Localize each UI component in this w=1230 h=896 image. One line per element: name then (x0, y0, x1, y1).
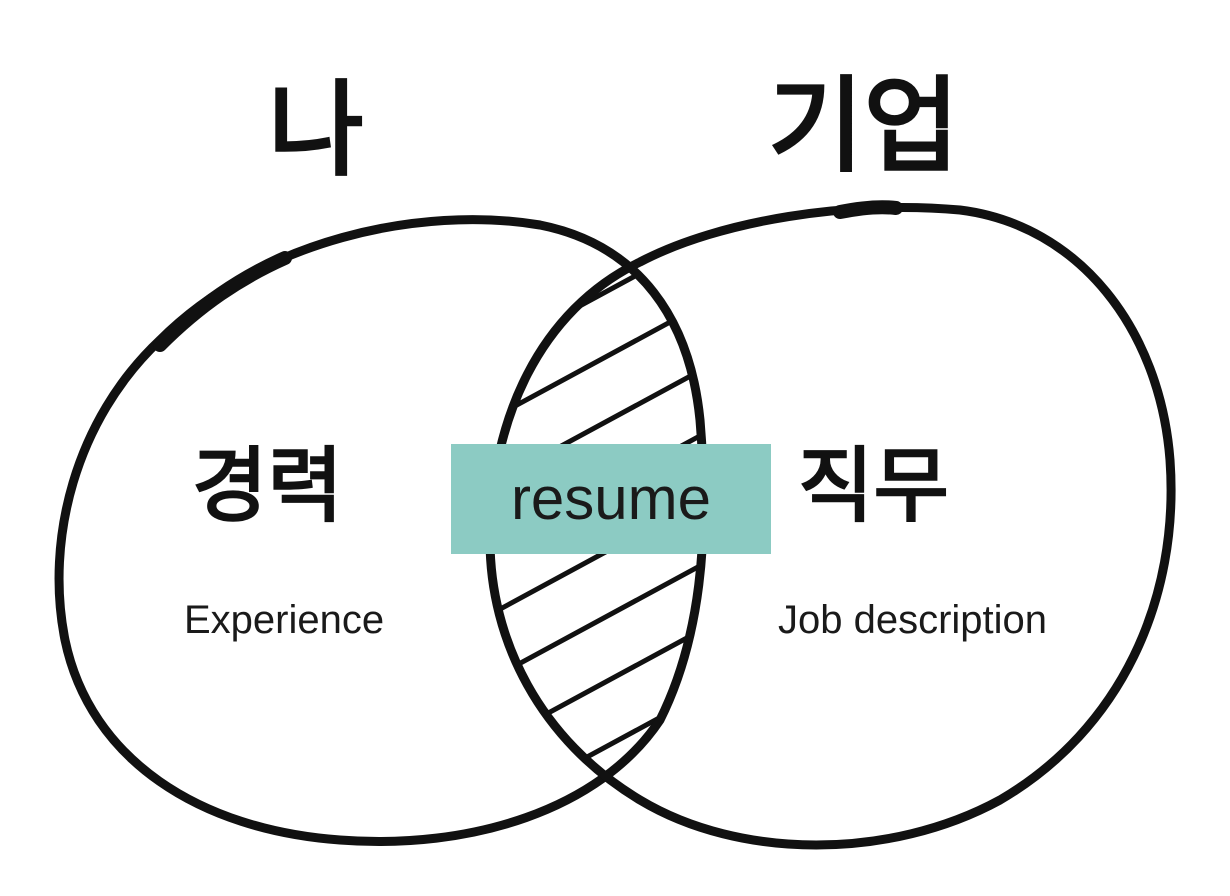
overlap-label: resume (510, 465, 712, 532)
left-set-circle-accent (153, 251, 292, 352)
right-set-circle-accent (833, 200, 903, 219)
left-set-label: 경력 (192, 439, 343, 534)
hatch-line (490, 682, 704, 818)
left-set-circle (54, 215, 709, 846)
left-set-title: 나 (268, 69, 364, 191)
hatch-line (490, 617, 704, 753)
left-set-sublabel: Experience (184, 598, 385, 642)
right-set-label: 직무 (798, 439, 949, 534)
overlap-label-box: resume (451, 444, 771, 554)
right-set-sublabel: Job description (778, 598, 1048, 642)
right-set-title: 기업 (768, 65, 960, 187)
